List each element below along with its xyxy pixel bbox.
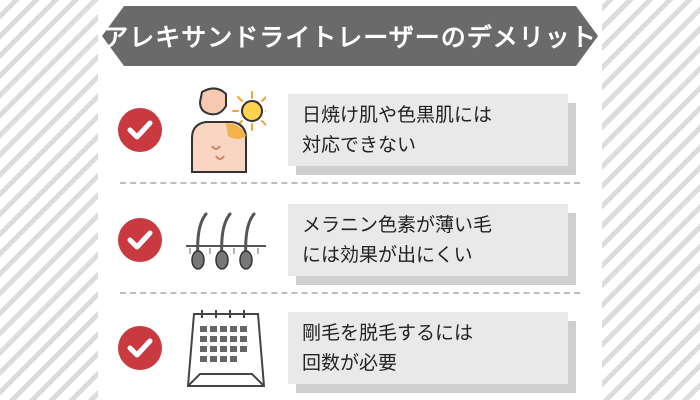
demerit-item-3: 剛毛を脱毛するには 回数が必要 [98, 300, 602, 400]
demerit-text-line: 対応できない [302, 134, 417, 156]
demerit-text-line: 回数が必要 [302, 352, 398, 374]
checkmark-icon [118, 108, 162, 152]
dashed-divider [120, 182, 580, 184]
title-banner: アレキサンドライトレーザーのデメリット [102, 6, 598, 66]
checkmark-icon [118, 218, 162, 262]
demerit-text-line: 日焼け肌や色黒肌には [302, 104, 493, 126]
dashed-divider [120, 292, 580, 294]
hair-follicle-icon [186, 212, 266, 270]
demerit-text-box: 日焼け肌や色黒肌には 対応できない [288, 94, 568, 166]
demerit-text-line: 剛毛を脱毛するには [302, 322, 474, 344]
demerit-text-box: メラニン色素が薄い毛 には効果が出にくい [288, 204, 568, 276]
sunburned-person-icon [191, 87, 266, 173]
banner-title: アレキサンドライトレーザーのデメリット [103, 23, 597, 52]
demerit-text-line: には効果が出にくい [302, 244, 473, 266]
demerit-item-2: メラニン色素が薄い毛 には効果が出にくい [98, 192, 602, 292]
demerits-card: アレキサンドライトレーザーのデメリット [98, 0, 602, 400]
demerit-item-1: 日焼け肌や色黒肌には 対応できない [98, 82, 602, 182]
demerit-text-box: 剛毛を脱毛するには 回数が必要 [288, 312, 568, 384]
calendar-icon [186, 310, 266, 387]
demerit-text-line: メラニン色素が薄い毛 [302, 214, 493, 236]
checkmark-icon [118, 326, 162, 370]
